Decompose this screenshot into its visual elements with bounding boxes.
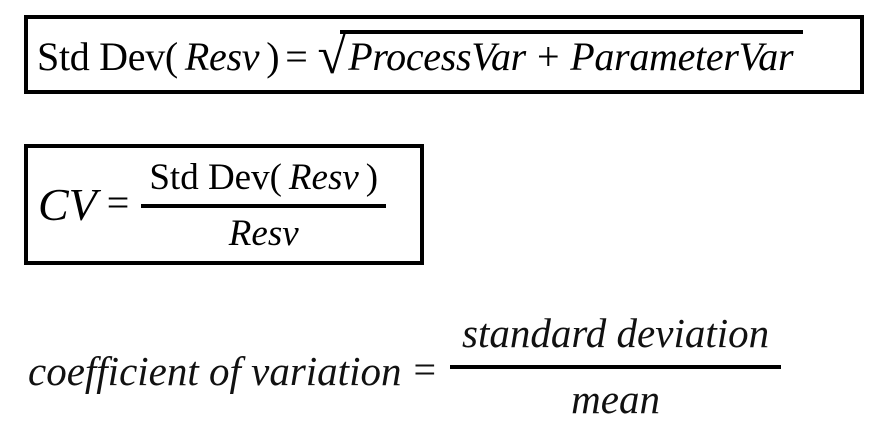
equals-sign: = [413, 346, 437, 392]
numerator-argument: Resv [288, 157, 359, 198]
radical-icon: √ [317, 26, 347, 85]
coeff-denominator: mean [450, 365, 782, 423]
cv-fraction: Std Dev(Resv) Resv [141, 156, 387, 257]
numerator-function-label: Std Dev( [149, 157, 282, 198]
plus-sign: + [536, 33, 560, 79]
stddev-close-paren: ) [266, 33, 280, 79]
equals-sign: = [285, 33, 308, 79]
radicand: ProcessVar+ParameterVar [340, 29, 804, 79]
coeff-fraction: standard deviation mean [450, 309, 782, 423]
cv-formula: CV = Std Dev(Resv) Resv [28, 154, 387, 257]
cv-numerator: Std Dev(Resv) [141, 156, 386, 204]
cv-formula-box: CV = Std Dev(Resv) Resv [24, 144, 424, 265]
cv-symbol: CV [38, 179, 97, 230]
coefficient-of-variation-label: coefficient of variation [28, 348, 402, 394]
square-root: √ProcessVar+ParameterVar [317, 26, 804, 85]
cv-denominator: Resv [141, 204, 387, 257]
stddev-argument: Resv [184, 33, 260, 79]
stddev-function-label: Std Dev( [37, 33, 178, 79]
coeff-numerator: standard deviation [462, 310, 770, 356]
coefficient-of-variation-formula: coefficient of variation = standard devi… [28, 297, 782, 435]
stddev-formula-box: Std Dev(Resv)=√ProcessVar+ParameterVar [24, 15, 864, 94]
process-var-term: ProcessVar [348, 33, 526, 79]
numerator-close-paren: ) [365, 157, 379, 198]
equals-sign: = [106, 180, 130, 225]
stddev-formula: Std Dev(Resv)=√ProcessVar+ParameterVar [28, 26, 804, 85]
parameter-var-term: ParameterVar [570, 33, 794, 79]
